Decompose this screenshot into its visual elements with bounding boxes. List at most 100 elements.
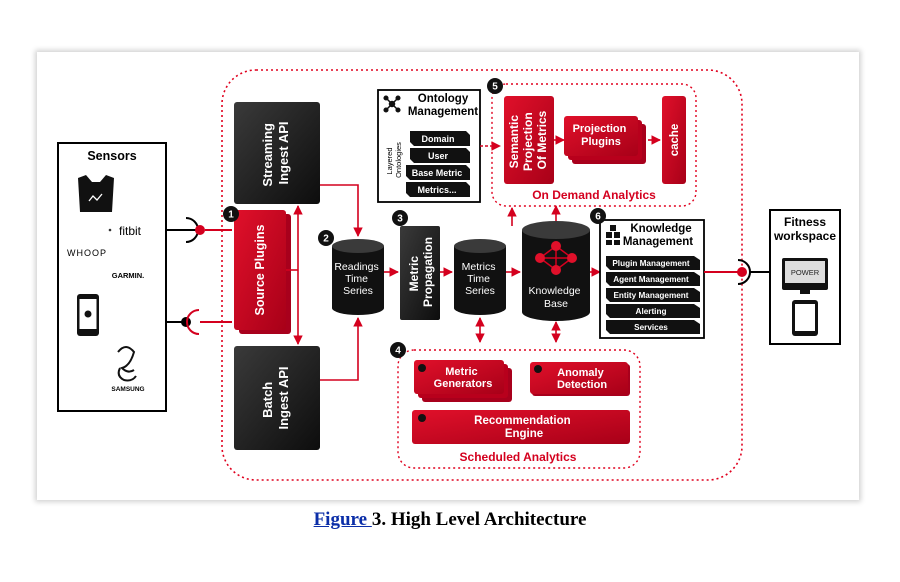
knowledge-title-1: Knowledge [630, 223, 691, 235]
figure-frame: Sensors fitbit WHOOP GARMIN. SAMSUNG Str… [37, 52, 859, 500]
km-item-alerting: Alerting [636, 307, 667, 316]
cubes-icon [606, 225, 620, 245]
on-demand-boundary [491, 83, 697, 207]
knowledge-base-db: Knowledge Base [522, 221, 590, 321]
fitness-title-2: workspace [773, 229, 836, 243]
source-plugins-block: Source Plugins [234, 210, 291, 334]
vest-icon [78, 175, 114, 212]
head-gear-icon [418, 364, 426, 372]
badge-5: 5 [492, 82, 498, 93]
head-gear-icon-2 [534, 365, 542, 373]
fitbit-dots-icon [108, 228, 112, 232]
readings-line-2: Time [345, 273, 368, 285]
scheduled-boundary [397, 349, 641, 469]
recommendation-line-2: Engine [505, 428, 543, 440]
semantic-line-3: Of Metrics [535, 110, 549, 169]
kb-line-1: Knowledge [529, 285, 581, 297]
anomaly-detection-block: Anomaly Detection [530, 362, 630, 396]
ontology-side-2: Ontologies [394, 142, 403, 178]
scheduled-label: Scheduled Analytics [460, 450, 577, 464]
figure-link[interactable]: Figure [313, 509, 372, 530]
semantic-line-2: Projection [521, 112, 535, 171]
svg-text:Streaming Ingest API: Streaming Ingest API [260, 119, 291, 186]
fitbit-logo: fitbit [119, 224, 142, 238]
sensors-title: Sensors [87, 149, 136, 163]
svg-text:Recommendation Engine: Recommendation Engine [474, 415, 574, 440]
source-plugins-label: Source Plugins [253, 224, 267, 315]
metric-generators-block: Metric Generators [414, 360, 512, 402]
knowledge-title-2: Management [623, 236, 693, 248]
metrics-line-2: Time [467, 273, 490, 285]
figure-caption: Figure 3. High Level Architecture [0, 509, 900, 531]
architecture-diagram: Sensors fitbit WHOOP GARMIN. SAMSUNG Str… [57, 69, 841, 481]
recommendation-engine-block: Recommendation Engine [412, 410, 630, 444]
metrics-line-3: Series [465, 285, 495, 297]
ontology-layer-user: User [428, 151, 449, 161]
badge-6: 6 [595, 212, 601, 223]
metrics-timeseries-db: Metrics Time Series [454, 239, 506, 315]
readings-timeseries-db: Readings Time Series [332, 239, 384, 315]
streaming-title-2: Ingest API [276, 121, 291, 184]
batch-title-2: Ingest API [276, 366, 291, 429]
metric-gen-line-2: Generators [434, 378, 493, 390]
network-icon [383, 95, 401, 113]
svg-text:Knowledge Base: Knowledge Base [529, 285, 584, 310]
readings-line-1: Readings [334, 261, 378, 273]
samsung-logo: SAMSUNG [111, 386, 144, 393]
ingest-connectors [286, 184, 363, 381]
svg-text:Projection Plugins: Projection Plugins [573, 123, 630, 148]
metrics-line-1: Metrics [462, 261, 496, 273]
analytics-connectors [475, 205, 561, 343]
badge-4: 4 [395, 346, 401, 357]
svg-text:Metric Generators: Metric Generators [434, 366, 493, 390]
sensors-panel: Sensors fitbit WHOOP GARMIN. SAMSUNG [57, 142, 167, 412]
svg-text:Metric Propagation: Metric Propagation [407, 237, 435, 307]
recommendation-line-1: Recommendation [474, 415, 571, 427]
head-gear-icon-3 [418, 414, 426, 422]
badge-1: 1 [228, 210, 234, 221]
metric-gen-line-1: Metric [445, 366, 477, 378]
whoop-logo: WHOOP [67, 248, 107, 258]
propagation-line-1: Metric [407, 256, 421, 292]
batch-title-1: Batch [260, 382, 275, 418]
caption-text: 3. High Level Architecture [371, 509, 587, 530]
svg-text:Layered Ontologies: Layered Ontologies [385, 142, 403, 178]
metric-propagation-block: Metric Propagation [400, 226, 440, 320]
ontology-title-2: Management [408, 106, 478, 118]
projection-plugins-block: Projection Plugins [564, 116, 646, 164]
ontology-layers: Domain User Base Metric Metrics... [406, 131, 470, 197]
km-item-entity: Entity Management [613, 291, 688, 300]
watch-icon [117, 346, 137, 382]
svg-text:Readings Time Seri: Readings Time Series [334, 261, 381, 297]
semantic-line-1: Semantic [507, 115, 521, 169]
svg-text:Metrics Time Serie: Metrics Time Series [462, 261, 499, 297]
ontology-layer-metrics: Metrics... [417, 185, 456, 195]
streaming-ingest-block: Streaming Ingest API [234, 102, 320, 204]
ontology-layer-base-metric: Base Metric [412, 168, 463, 178]
ontology-title-1: Ontology [418, 93, 469, 105]
apple-icon [84, 310, 92, 318]
kb-line-2: Base [544, 298, 568, 310]
ontology-side-1: Layered [385, 147, 394, 174]
svg-text:Semantic Projection: Semantic Projection Of Metrics [507, 109, 549, 171]
svg-text:Anomaly Detection: Anomaly Detection [557, 367, 607, 391]
km-item-services: Services [634, 323, 668, 332]
batch-connector [166, 309, 232, 335]
on-demand-label: On Demand Analytics [532, 188, 656, 202]
cache-block: cache [662, 96, 686, 184]
readings-line-3: Series [343, 285, 373, 297]
garmin-logo: GARMIN. [112, 271, 145, 280]
knowledge-management-panel: Knowledge Management Plugin Management A… [599, 219, 705, 339]
km-item-plugin: Plugin Management [612, 259, 690, 268]
ontology-layer-domain: Domain [421, 134, 454, 144]
fitness-workspace-panel: Fitness workspace POWER [769, 209, 841, 345]
km-item-agent: Agent Management [613, 275, 689, 284]
projection-line-2: Plugins [581, 136, 621, 148]
badge-3: 3 [397, 214, 403, 225]
cache-label: cache [669, 124, 681, 157]
anomaly-line-1: Anomaly [557, 367, 604, 379]
projection-line-1: Projection [573, 123, 627, 135]
ontology-management-panel: Ontology Management Layered Ontologies D… [377, 89, 481, 203]
power-label: POWER [791, 268, 820, 277]
stream-connector [166, 217, 232, 243]
